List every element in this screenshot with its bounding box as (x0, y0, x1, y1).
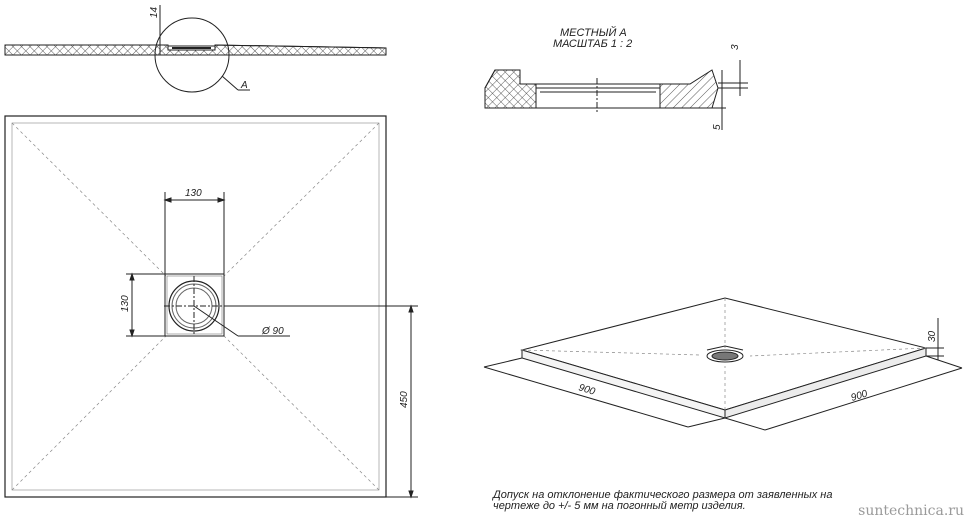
detail-right-part (659, 69, 719, 109)
drain-diameter-label: Ø 90 (261, 326, 284, 337)
iso-width-label: 900 (850, 388, 870, 404)
tolerance-note: Допуск на отклонение фактического размер… (493, 490, 913, 512)
iso-length-label: 900 (577, 382, 597, 398)
tolerance-note-line1: Допуск на отклонение фактического размер… (493, 489, 833, 501)
slope-lines (11, 122, 380, 491)
tolerance-note-line2: чертеже до +/- 5 мм на погонный метр изд… (493, 500, 746, 512)
watermark: suntechnica.ru (858, 503, 964, 519)
detail-view (484, 60, 748, 130)
section-thickness-label: 14 (149, 6, 160, 18)
isometric-view (483, 297, 963, 431)
iso-width-dim (764, 367, 963, 431)
iso-height-label: 30 (927, 330, 938, 342)
plan-view (4, 115, 418, 499)
detail-dim-top-label: 3 (730, 44, 741, 50)
detail-dim-bottom-label: 5 (712, 124, 723, 130)
detail-drain-insert (535, 87, 661, 109)
detail-callout-circle (154, 17, 230, 93)
offset-label: 450 (399, 391, 410, 408)
detail-callout-label: A (240, 80, 248, 91)
drain-height-label: 130 (120, 295, 131, 312)
diameter-leader (193, 305, 239, 337)
drain-width-label: 130 (185, 188, 202, 199)
section-view (4, 5, 387, 93)
detail-callout-leader (221, 75, 239, 91)
detail-scale: МАСШТАБ 1 : 2 (553, 38, 632, 50)
detail-title: МЕСТНЫЙ А (560, 26, 627, 39)
drain-square (164, 273, 225, 337)
iso-length-dim (483, 366, 689, 428)
